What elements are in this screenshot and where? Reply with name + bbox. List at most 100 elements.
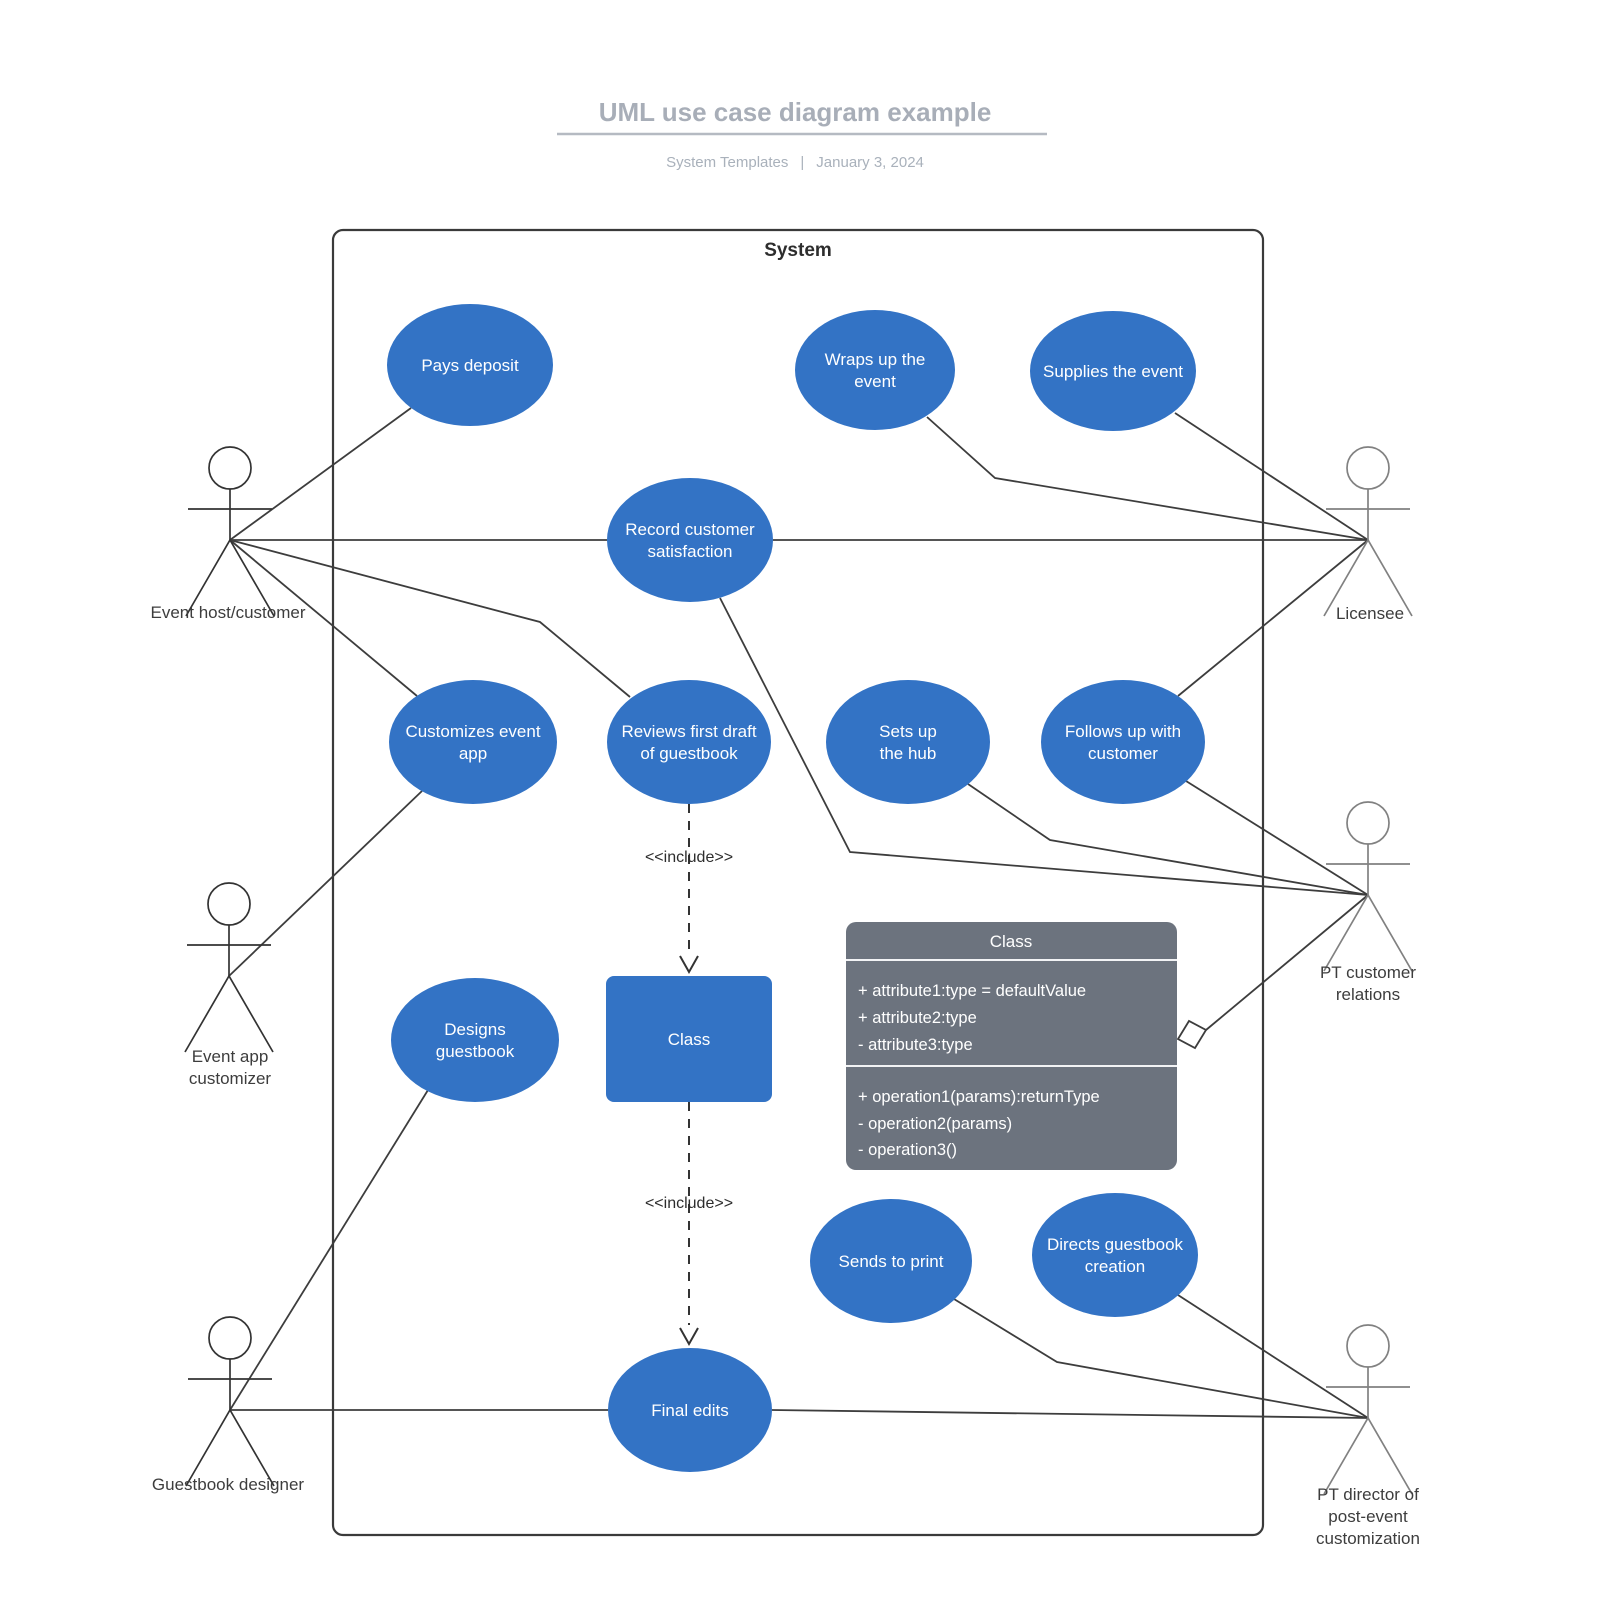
edge-pt-customer-sets-up-hub (967, 783, 1369, 896)
actor-legs[interactable] (1323, 893, 1413, 972)
edge-pt-customer-class-aggregation (1205, 894, 1369, 1031)
page-title: UML use case diagram example (599, 97, 992, 127)
use-case-label: Customizes event (405, 722, 540, 741)
include-label: <<include>> (645, 1195, 733, 1212)
actor-legs[interactable] (184, 974, 274, 1053)
use-case-label: Supplies the event (1043, 362, 1183, 381)
use-case-label: Sends to print (839, 1252, 944, 1271)
system-boundary-box[interactable] (331, 228, 1265, 1537)
actor-pt-customer-relations[interactable] (1323, 801, 1413, 972)
uml-class-box[interactable]: Class + attribute1:type = defaultValue +… (846, 922, 1177, 1170)
system-boundary: System (331, 228, 1265, 1537)
aggregation-diamond-icon (1176, 1019, 1208, 1050)
use-case-label: Directs guestbook (1047, 1235, 1184, 1254)
use-case-customizes-event-app[interactable]: Customizes event app (389, 680, 557, 804)
use-case-label: Wraps up the (825, 350, 926, 369)
use-case-final-edits[interactable]: Final edits (608, 1348, 772, 1472)
arrowhead-down-icon (679, 1327, 699, 1347)
actor-pt-director[interactable] (1323, 1324, 1413, 1495)
actor-guestbook-designer[interactable] (185, 1316, 275, 1487)
actor-licensee[interactable] (1323, 446, 1413, 617)
use-case-follows-up-with-customer[interactable]: Follows up with customer (1041, 680, 1205, 804)
edges (228, 407, 1369, 1419)
use-case-pays-deposit[interactable]: Pays deposit (387, 304, 553, 426)
use-case-ellipse[interactable] (1041, 680, 1205, 804)
actor-legs[interactable] (1323, 538, 1413, 617)
system-boundary-label: System (764, 240, 832, 261)
edge-pt-director-directs-creation (1177, 1294, 1369, 1419)
use-case-label: of guestbook (640, 744, 738, 763)
use-case-sends-to-print[interactable]: Sends to print (810, 1199, 972, 1323)
actor-event-app-customizer[interactable] (184, 882, 274, 1053)
edge-licensee-follows-up (1177, 539, 1369, 697)
edge-guestbook-designer-designs (229, 1089, 429, 1411)
edge-pt-director-final-edits (771, 1409, 1369, 1419)
use-case-label: Record customer (625, 520, 755, 539)
use-case-label: app (459, 744, 487, 763)
actor-label-event-app-customizer: Event app (192, 1047, 269, 1066)
use-case-ellipse[interactable] (826, 680, 990, 804)
use-case-designs-guestbook[interactable]: Designs guestbook (391, 978, 559, 1102)
edge-app-customizer-customizes-app (228, 790, 423, 977)
use-case-ellipse[interactable] (810, 1199, 972, 1323)
use-case-ellipse[interactable] (1032, 1193, 1198, 1317)
use-case-label: Pays deposit (421, 356, 519, 375)
actor-label-pt-customer-relations: relations (1336, 985, 1400, 1004)
use-case-record-customer-satisfaction[interactable]: Record customer satisfaction (607, 478, 773, 602)
use-case-label: Designs (444, 1020, 505, 1039)
use-case-ellipse[interactable] (607, 478, 773, 602)
actor-head-icon[interactable] (208, 446, 252, 490)
uml-class-attribute: - attribute3:type (858, 1036, 973, 1054)
uml-class-attribute: + attribute2:type (858, 1009, 977, 1027)
use-case-label: Final edits (651, 1401, 728, 1420)
edge-event-host-pays-deposit (229, 407, 412, 541)
uml-class-background[interactable] (846, 922, 1177, 1170)
use-case-ellipse[interactable] (389, 680, 557, 804)
use-case-sets-up-the-hub[interactable]: Sets up the hub (826, 680, 990, 804)
actor-label-licensee: Licensee (1336, 604, 1404, 623)
actor-head-icon[interactable] (208, 1316, 252, 1360)
use-case-label: creation (1085, 1257, 1145, 1276)
actor-legs[interactable] (185, 1408, 275, 1487)
use-case-label: satisfaction (647, 542, 732, 561)
actor-head-icon[interactable] (207, 882, 251, 926)
arrowhead-down-icon (679, 955, 699, 975)
use-case-label: the hub (880, 744, 937, 763)
actor-head-icon[interactable] (1346, 1324, 1390, 1368)
use-case-reviews-first-draft[interactable]: Reviews first draft of guestbook (607, 680, 771, 804)
actor-label-pt-director: post-event (1328, 1507, 1408, 1526)
actor-legs[interactable] (185, 538, 275, 617)
uml-class-operation: - operation2(params) (858, 1115, 1012, 1133)
edge-pt-customer-record-satisfaction (719, 597, 1369, 896)
use-case-ellipse[interactable] (391, 978, 559, 1102)
use-case-supplies-the-event[interactable]: Supplies the event (1030, 311, 1196, 431)
class-node-label: Class (668, 1030, 711, 1049)
use-case-label: Follows up with (1065, 722, 1181, 741)
byline-author: System Templates (666, 154, 788, 171)
use-case-ellipse[interactable] (387, 304, 553, 426)
edge-pt-director-sends-to-print (953, 1298, 1369, 1419)
use-case-ellipse[interactable] (1030, 311, 1196, 431)
use-case-ellipse[interactable] (607, 680, 771, 804)
actor-legs[interactable] (1323, 1416, 1413, 1495)
actor-head-icon[interactable] (1346, 446, 1390, 490)
use-case-label: event (854, 372, 896, 391)
class-node[interactable]: Class (606, 976, 772, 1102)
actor-head-icon[interactable] (1346, 801, 1390, 845)
actor-event-host[interactable] (185, 446, 275, 617)
actor-label-event-host: Event host/customer (151, 603, 306, 622)
use-case-directs-guestbook-creation[interactable]: Directs guestbook creation (1032, 1193, 1198, 1317)
actor-label-pt-director: customization (1316, 1529, 1420, 1548)
include-arrow-class-to-final-edits: <<include>> (645, 1102, 733, 1347)
use-case-wraps-up-the-event[interactable]: Wraps up the event (795, 310, 955, 430)
edge-pt-customer-follows-up (1185, 780, 1369, 896)
class-node-box[interactable] (606, 976, 772, 1102)
use-case-ellipse[interactable] (608, 1348, 772, 1472)
edge-event-host-reviews-draft (229, 539, 631, 698)
edge-licensee-supplies-event (1174, 412, 1369, 541)
actor-label-event-app-customizer: customizer (189, 1069, 272, 1088)
use-case-ellipse[interactable] (795, 310, 955, 430)
uml-class-operation: - operation3() (858, 1141, 957, 1159)
